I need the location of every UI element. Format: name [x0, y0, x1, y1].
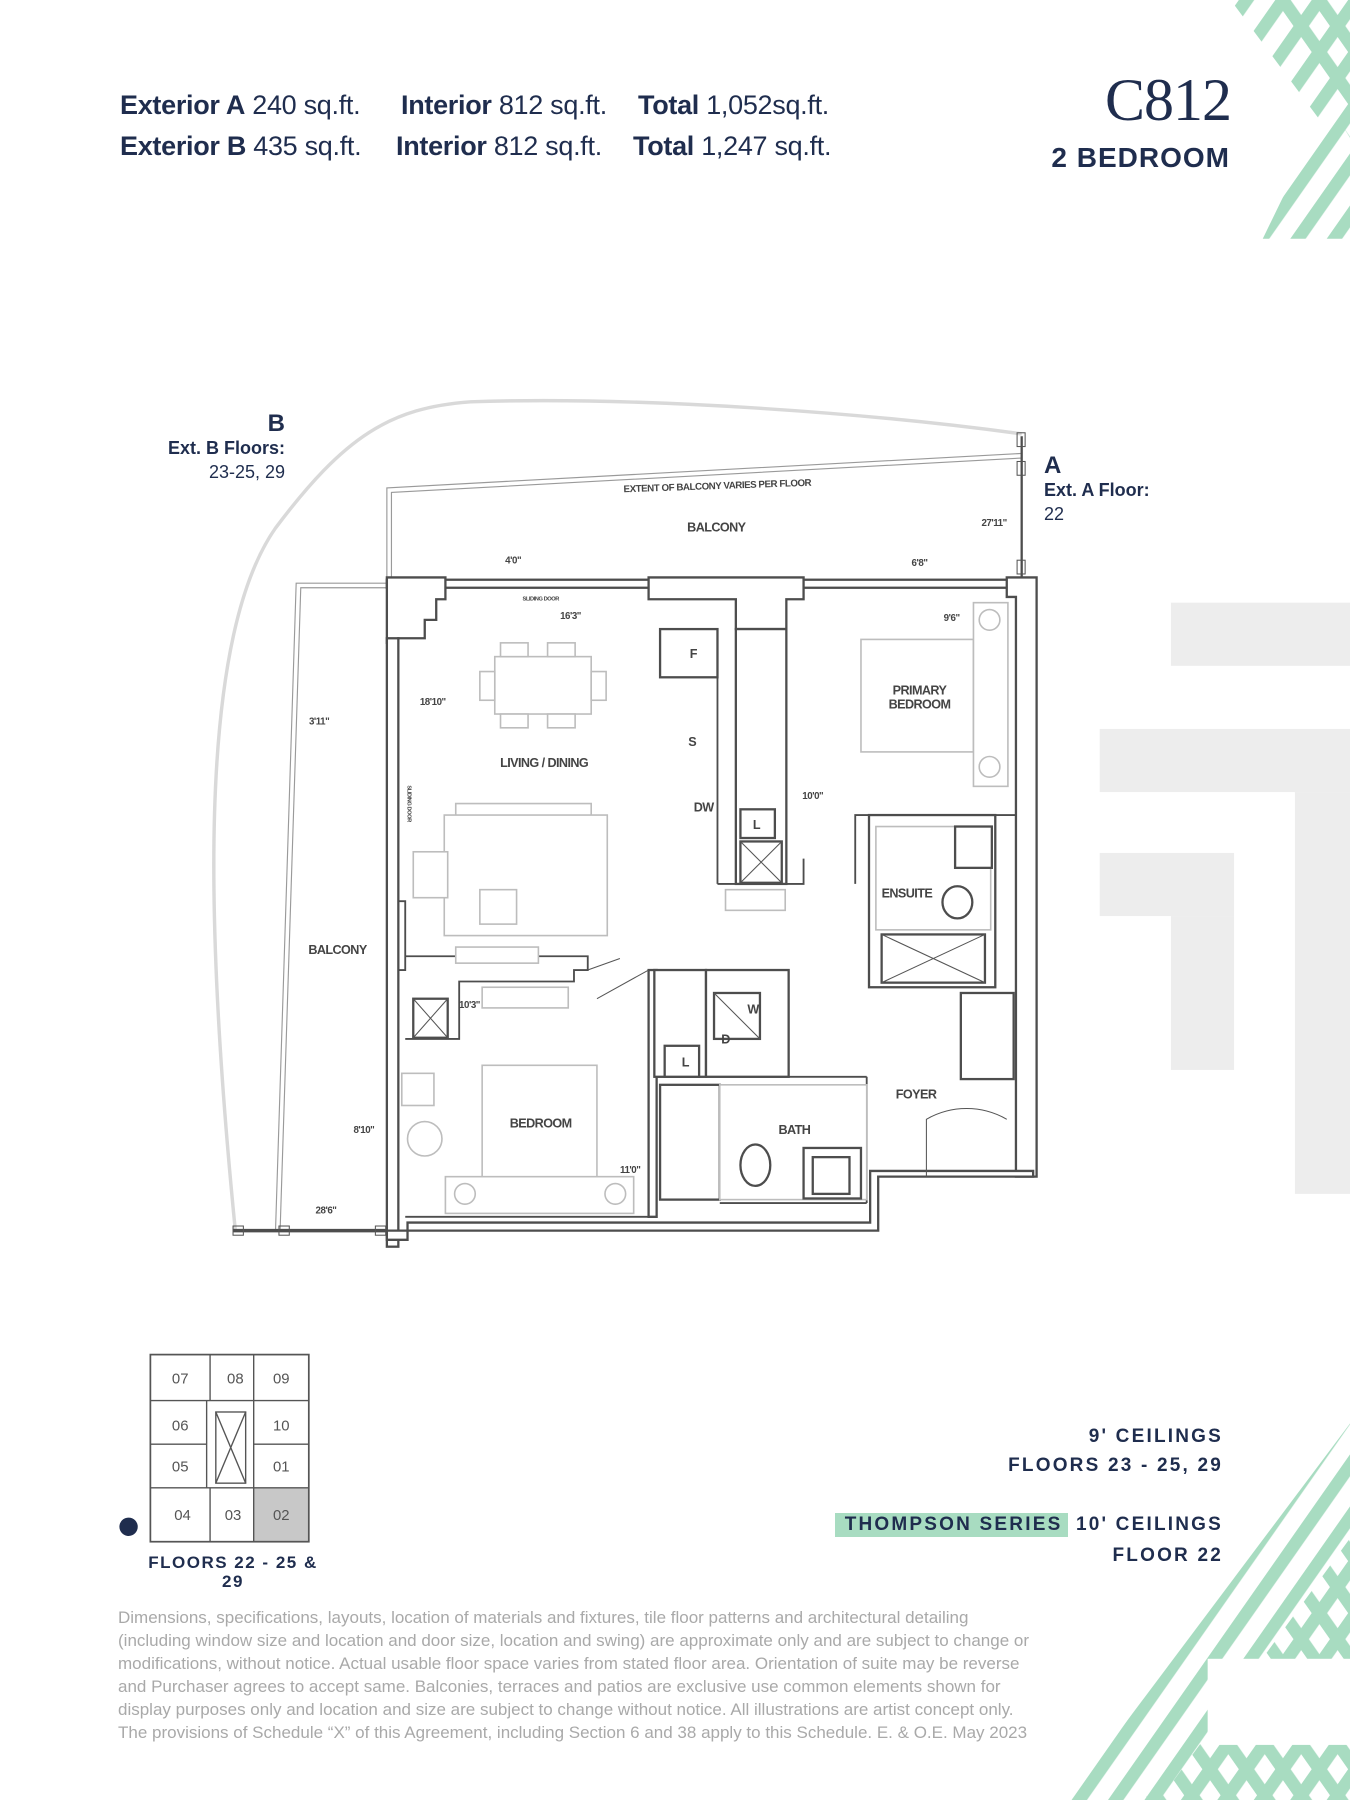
exterior-b-label: Exterior B — [120, 131, 247, 161]
dishwasher-label: DW — [694, 801, 715, 815]
exterior-b-callout: B Ext. B Floors: 23-25, 29 — [168, 410, 285, 483]
dimension-label: 18'10" — [420, 697, 446, 708]
area-row-exterior-a: Exterior A 240 sq.ft. Interior 812 sq.ft… — [120, 90, 880, 124]
dryer-label: D — [721, 1032, 730, 1046]
key-unit-06: 06 — [172, 1417, 189, 1434]
key-unit-10: 10 — [273, 1417, 290, 1434]
room-label-foyer: FOYER — [896, 1088, 937, 1102]
dimension-label: 6'8" — [912, 558, 928, 569]
furniture — [400, 601, 1009, 1215]
key-unit-05: 05 — [172, 1459, 189, 1476]
exterior-b-value: 435 sq.ft. — [253, 131, 362, 161]
interior-value: 812 sq.ft. — [493, 131, 602, 161]
key-plan-caption: FLOORS 22 - 25 & 29 — [140, 1553, 326, 1591]
exterior-a-floor: 22 — [1044, 504, 1065, 524]
thompson-series-badge: THOMPSON SERIES — [834, 1513, 1069, 1537]
dimension-label: 9'6" — [944, 613, 960, 624]
series-ceiling-row: THOMPSON SERIES 10' CEILINGS — [834, 1513, 1223, 1537]
unit-walls — [385, 576, 1038, 1248]
exterior-a-label: Exterior A — [120, 90, 246, 120]
fridge-label: F — [690, 647, 698, 661]
key-unit-07: 07 — [172, 1370, 189, 1387]
total-label: Total — [633, 131, 694, 161]
exterior-b-floors-label: Ext. B Floors: — [167, 438, 285, 458]
north-marker-icon — [119, 1517, 138, 1536]
key-plan-caption-line1: FLOORS 22 - 25 & — [148, 1553, 318, 1572]
key-unit-02-highlighted: 02 — [273, 1507, 290, 1524]
series-ceiling-floor: FLOOR 22 — [1112, 1545, 1223, 1566]
room-label-primary-bedroom-line1: PRIMARY — [893, 684, 948, 698]
dimension-label: 16'3" — [560, 611, 581, 622]
interior-label: Interior — [401, 90, 492, 120]
standard-ceiling-height: 9' CEILINGS — [1088, 1426, 1223, 1447]
key-unit-09: 09 — [273, 1370, 290, 1387]
exterior-a-floor-label: Ext. A Floor: — [1044, 480, 1150, 500]
disclaimer-line: and Purchaser agrees to accept same. Bal… — [118, 1677, 1001, 1696]
room-label-ensuite: ENSUITE — [882, 887, 933, 901]
dimension-label: 28'6" — [316, 1205, 337, 1216]
linen-closet-label: L — [753, 818, 761, 832]
stove-label: S — [688, 735, 696, 749]
interior-value: 812 sq.ft. — [498, 90, 607, 120]
total-value: 1,247 sq.ft. — [701, 131, 832, 161]
key-unit-04: 04 — [174, 1507, 191, 1524]
key-plan-caption-line2: 29 — [222, 1572, 244, 1591]
room-label-balcony-left: BALCONY — [308, 943, 367, 957]
area-row-exterior-b: Exterior B 435 sq.ft. Interior 812 sq.ft… — [120, 131, 880, 165]
interior-label: Interior — [396, 131, 487, 161]
corner-pattern-top-right — [1230, 0, 1350, 239]
room-label-living-dining: LIVING / DINING — [500, 756, 589, 770]
dimension-label: 8'10" — [353, 1125, 374, 1136]
disclaimer-line: Dimensions, specifications, layouts, loc… — [118, 1608, 969, 1627]
room-label-bedroom: BEDROOM — [510, 1116, 572, 1130]
room-label-bath: BATH — [778, 1123, 810, 1137]
key-unit-08: 08 — [227, 1370, 244, 1387]
unit-type: 2 BEDROOM — [1051, 142, 1230, 173]
dimension-label: 11'0" — [620, 1165, 640, 1176]
linen-closet-label: L — [682, 1055, 690, 1069]
disclaimer-line: modifications, without notice. Actual us… — [118, 1654, 1020, 1673]
exterior-b-floors: 23-25, 29 — [208, 462, 285, 482]
key-unit-01: 01 — [273, 1459, 290, 1476]
key-plan: 07 08 09 06 10 05 01 04 03 02 — [119, 1353, 310, 1543]
total-value: 1,052sq.ft. — [706, 90, 829, 120]
dimension-label: 3'11" — [309, 716, 329, 727]
dimension-label: 10'0" — [802, 791, 823, 802]
key-unit-03: 03 — [225, 1507, 242, 1524]
disclaimer-line: The provisions of Schedule “X” of this A… — [118, 1723, 1028, 1742]
exterior-a-value: 240 sq.ft. — [252, 90, 361, 120]
disclaimer-line: (including window size and location and … — [118, 1631, 1029, 1650]
washer-label: W — [747, 1003, 759, 1017]
sliding-door-label: SLIDING DOOR — [406, 785, 412, 823]
legal-disclaimer: Dimensions, specifications, layouts, loc… — [118, 1606, 1029, 1744]
room-label-primary-bedroom-line2: BEDROOM — [889, 697, 951, 711]
dimension-label: 27'11" — [981, 518, 1006, 529]
exterior-a-letter: A — [1044, 452, 1062, 479]
exterior-a-callout: A Ext. A Floor: 22 — [1044, 452, 1150, 525]
series-ceiling-height: 10' CEILINGS — [1075, 1514, 1223, 1535]
balcony-outline — [212, 398, 1026, 1236]
unit-code: C812 — [1104, 67, 1232, 133]
dimension-label: 4'0" — [505, 556, 521, 567]
disclaimer-line: display purposes only and location and s… — [118, 1700, 1014, 1719]
total-label: Total — [638, 90, 699, 120]
watermark-shape — [1099, 602, 1350, 1194]
corner-pattern-bottom-right — [1067, 1423, 1350, 1800]
dimension-label: 10'3" — [459, 1000, 480, 1011]
balcony-extent-note: EXTENT OF BALCONY VARIES PER FLOOR — [623, 478, 811, 496]
standard-ceiling-floors: FLOORS 23 - 25, 29 — [1008, 1455, 1223, 1476]
room-label-balcony-top: BALCONY — [687, 521, 746, 535]
exterior-b-letter: B — [267, 410, 285, 437]
sliding-door-label: SLIDING DOOR — [522, 596, 560, 602]
